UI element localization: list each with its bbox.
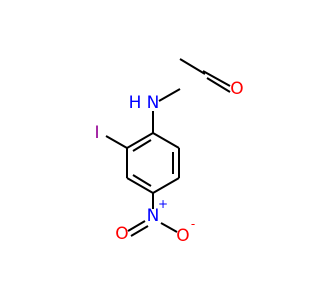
atom-labels: N H O I N + O O - <box>94 79 243 246</box>
ring-bond-4-5 <box>152 177 180 194</box>
charge-nitro-o: - <box>191 217 195 231</box>
atom-nh-n: N <box>147 93 160 113</box>
ring-bond-3-4 <box>126 177 154 194</box>
bond-carbonyl-oxygen-a <box>202 70 231 87</box>
bond-carbonyl-oxygen-b <box>206 77 231 93</box>
atom-carbonyl-oxygen: O <box>230 79 243 99</box>
atom-nitro-o-single: O <box>176 226 189 246</box>
bond-nitro-o-double-a <box>127 220 146 232</box>
ring-bond-1-2 <box>126 132 154 149</box>
molecule-structure: N H O I N + O O - <box>94 58 244 246</box>
ring-double-1-2 <box>132 139 152 152</box>
atom-nitro-n: N <box>147 206 160 226</box>
bond-methyl-carbonyl <box>179 58 206 75</box>
atom-nh-h: H <box>129 93 142 113</box>
ring-bond-6-1 <box>152 132 180 149</box>
bond-nitro-o-single <box>160 222 178 233</box>
ring-double-3-4 <box>132 174 152 187</box>
bond-nitro-o-double-b <box>130 225 149 237</box>
bond-ring-iodine <box>105 135 128 149</box>
atom-iodine: I <box>94 123 99 143</box>
charge-nitro-n: + <box>158 197 168 211</box>
bond-carbonyl-nh <box>158 88 181 102</box>
atom-nitro-o-double: O <box>115 224 128 244</box>
bonds <box>105 58 231 237</box>
